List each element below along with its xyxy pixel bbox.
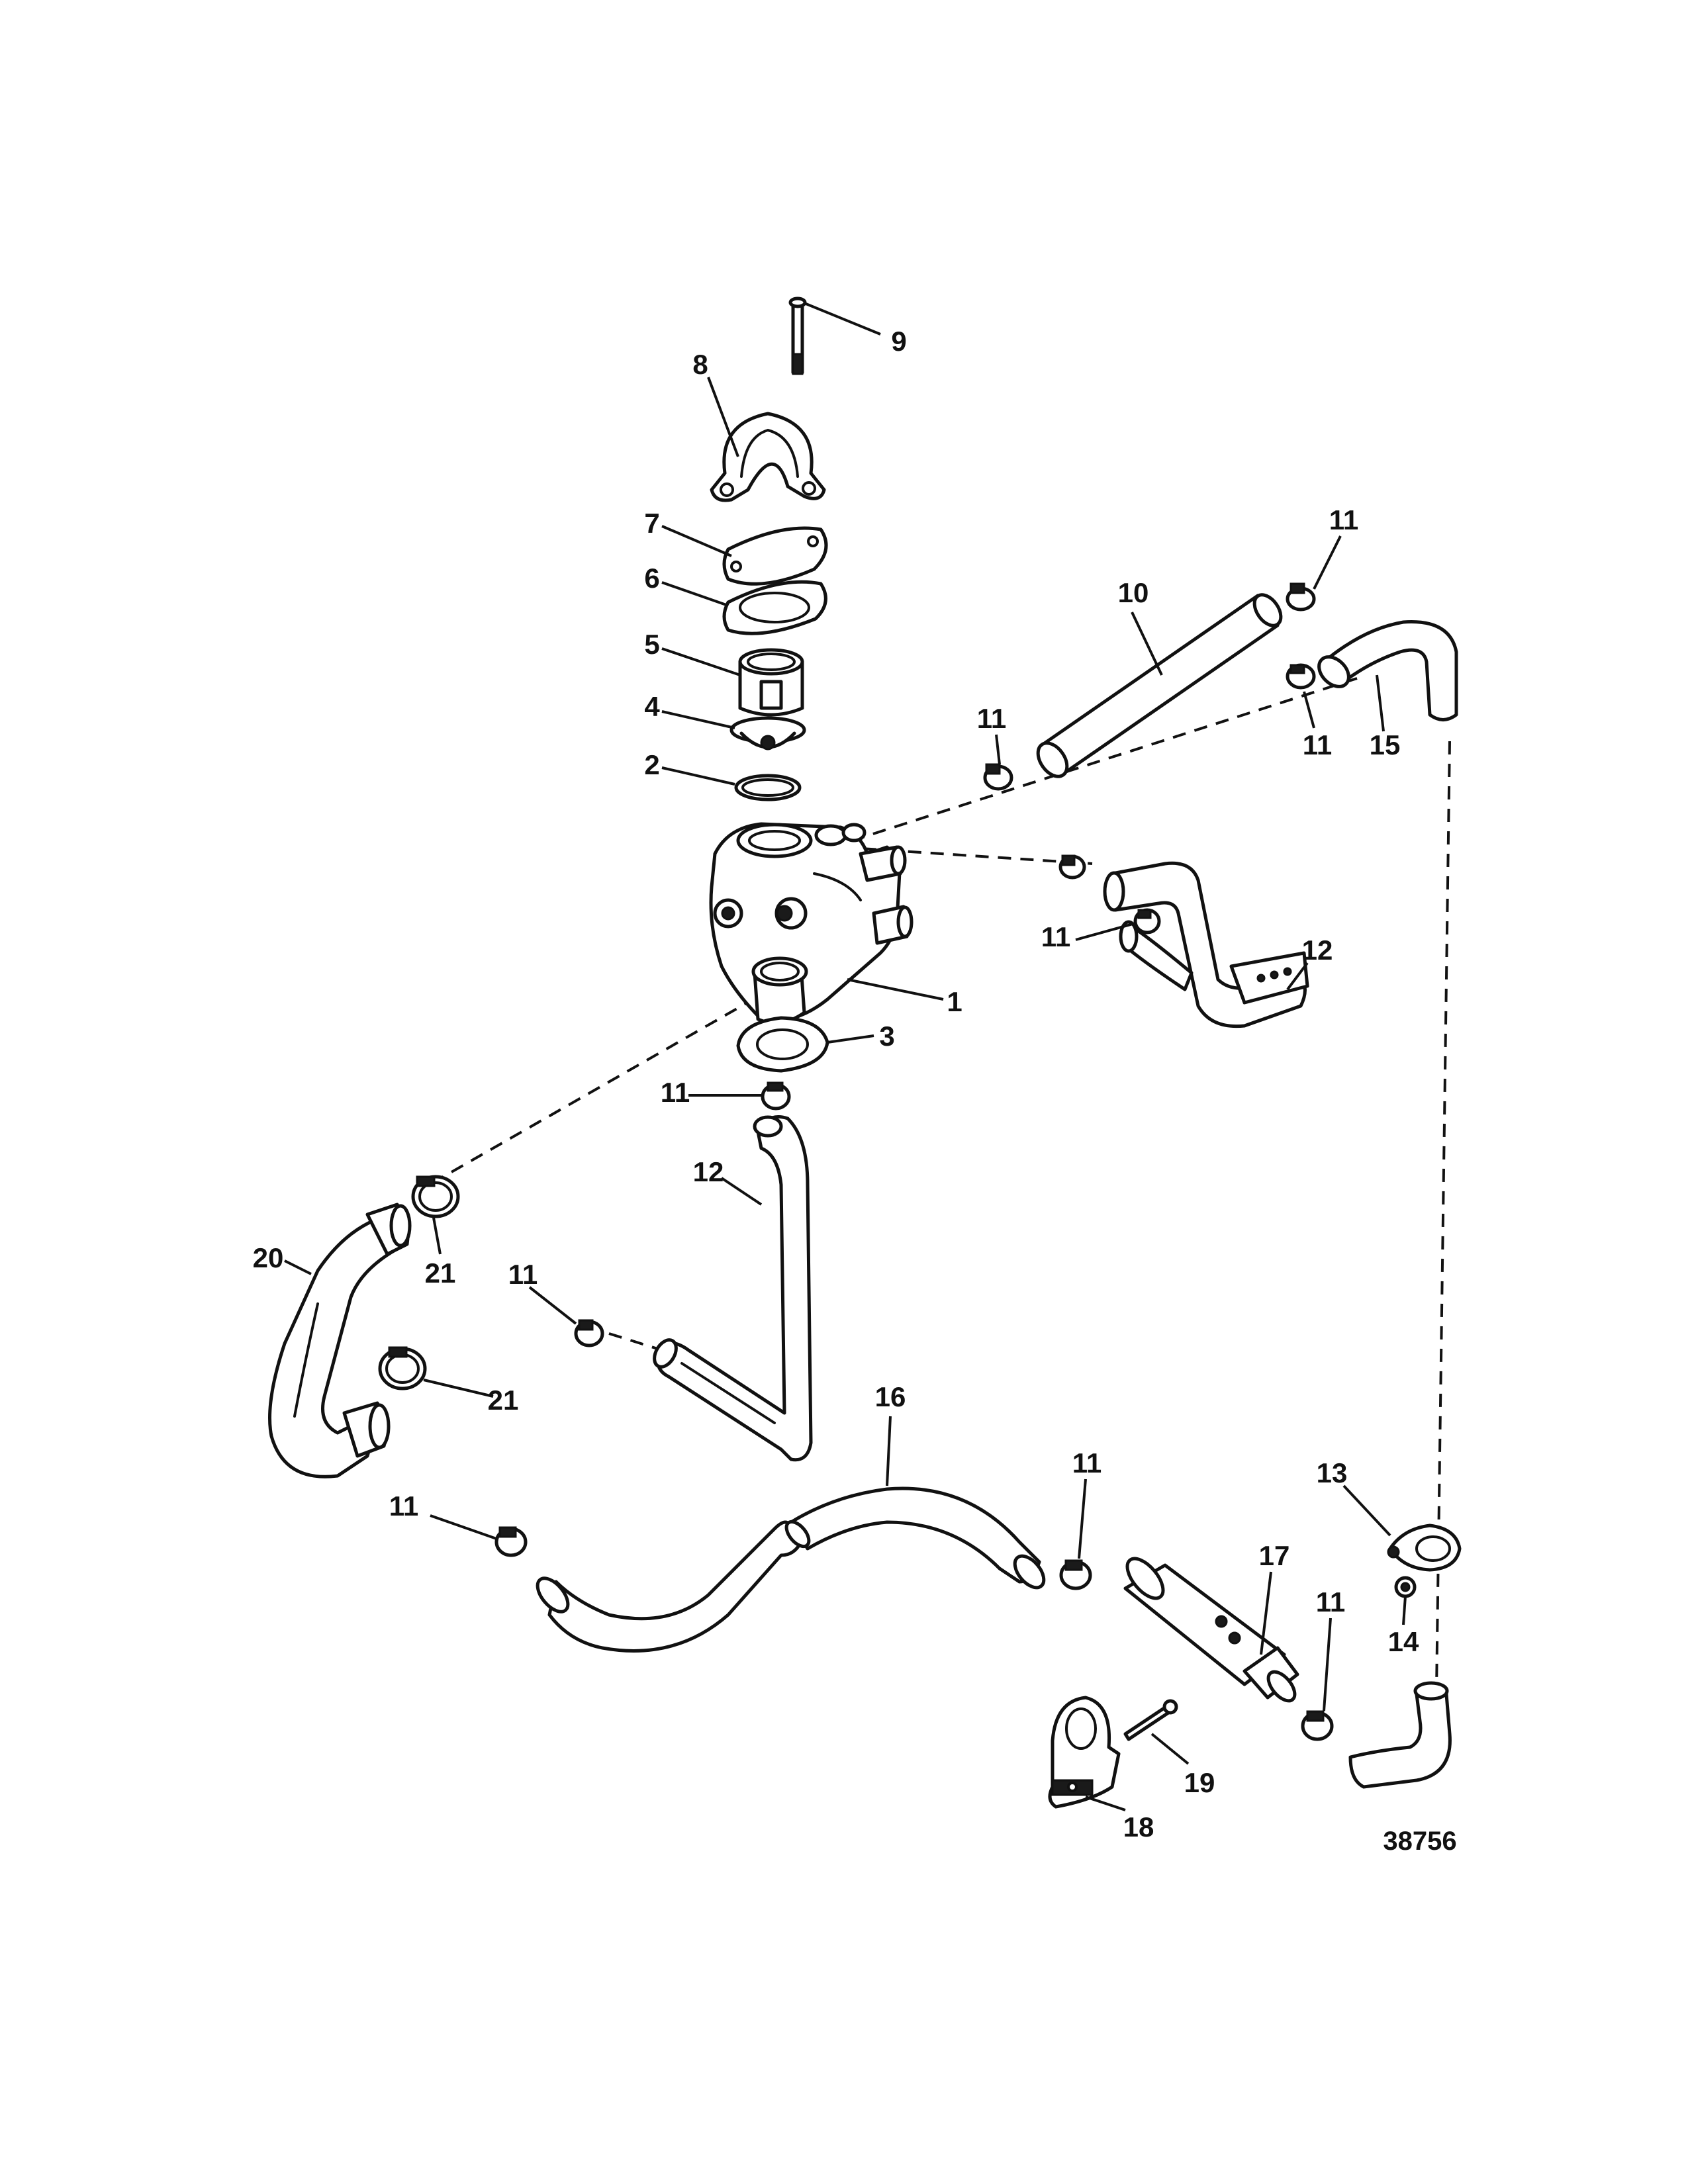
callout-3: 3	[879, 1021, 894, 1052]
callout-11: 11	[661, 1077, 690, 1108]
callout-18: 18	[1123, 1811, 1154, 1843]
hose-clamp	[761, 1081, 791, 1111]
part-18-saddle-clamp	[1048, 1696, 1121, 1809]
assembly-guide-lines	[423, 677, 1451, 1692]
callout-labels: 9 8 7 6 5 4 2 1 3 10 11 11 11 15 11 12 1…	[253, 326, 1457, 1856]
callout-11: 11	[1329, 504, 1358, 535]
part-15-elbow-hose	[1317, 620, 1458, 721]
callout-5: 5	[644, 629, 659, 660]
callout-11: 11	[1041, 921, 1070, 952]
part-11-hose-clamps	[378, 582, 1334, 1741]
callout-2: 2	[644, 749, 659, 780]
hose-clamp	[1058, 854, 1086, 880]
hose-clamp	[378, 1346, 427, 1390]
hose-clamp	[574, 1319, 604, 1347]
callout-13: 13	[1317, 1457, 1348, 1488]
callout-16: 16	[875, 1381, 906, 1412]
callout-11: 11	[389, 1490, 418, 1522]
hose-clamp	[1286, 582, 1316, 612]
callout-6: 6	[644, 563, 659, 594]
part-1-thermostat-housing	[709, 822, 914, 1025]
part-10-straight-hose	[1036, 593, 1283, 778]
callout-9: 9	[891, 326, 906, 357]
callout-10: 10	[1118, 577, 1149, 608]
callout-11: 11	[508, 1259, 538, 1290]
hose-clamp	[983, 763, 1013, 791]
callout-12: 12	[693, 1156, 724, 1187]
part-17-inline-fitting	[1123, 1557, 1299, 1703]
figure-number: 38756	[1383, 1827, 1456, 1856]
hose-clamp	[1133, 908, 1161, 934]
callout-11: 11	[1303, 729, 1332, 760]
part-7-cover-plate	[722, 526, 828, 586]
callout-14: 14	[1388, 1626, 1419, 1657]
callout-20: 20	[253, 1242, 284, 1273]
part-4-thermostat	[729, 716, 806, 751]
part-15-lower-elbow-hose	[1348, 1681, 1452, 1789]
callout-21: 21	[425, 1257, 456, 1289]
callout-15: 15	[1370, 729, 1401, 760]
hose-clamp	[411, 1175, 460, 1218]
callout-7: 7	[644, 508, 659, 539]
callout-11: 11	[1072, 1447, 1102, 1479]
part-16-long-hose	[536, 1486, 1046, 1653]
leader-lines	[284, 302, 1407, 1811]
callout-19: 19	[1184, 1767, 1215, 1798]
part-3-gasket	[736, 1016, 829, 1073]
callout-21: 21	[488, 1385, 519, 1416]
part-5-sleeve	[738, 648, 804, 717]
callout-11: 11	[977, 703, 1006, 734]
callout-8: 8	[692, 349, 708, 380]
callout-17: 17	[1259, 1540, 1290, 1571]
callout-4: 4	[644, 691, 660, 722]
part-8-clamp-bracket	[710, 412, 826, 502]
hose-clamp	[1059, 1559, 1092, 1590]
part-13-clip	[1387, 1524, 1462, 1572]
hose-clamp	[1301, 1710, 1334, 1741]
part-14-nut	[1394, 1576, 1417, 1598]
hose-clamp	[494, 1526, 528, 1557]
part-19-screw	[1123, 1699, 1178, 1741]
callout-12: 12	[1302, 934, 1333, 966]
callout-1: 1	[947, 986, 962, 1017]
callout-11: 11	[1316, 1586, 1345, 1617]
hose-clamp	[1286, 663, 1316, 690]
part-12-upper-bent-tube	[1103, 861, 1309, 1028]
part-6-gasket	[722, 580, 827, 635]
part-2-o-ring	[734, 774, 802, 801]
part-12-lower-bent-tube	[653, 1115, 813, 1462]
part-20-curved-hose	[268, 1203, 412, 1479]
part-9-bolt	[788, 296, 807, 375]
